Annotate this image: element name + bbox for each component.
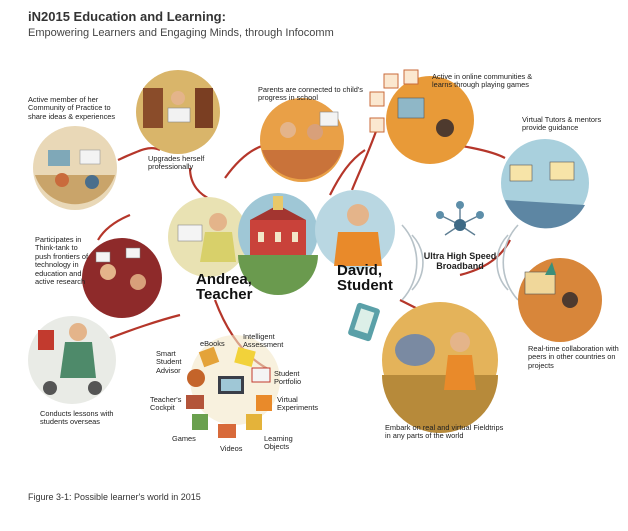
label-collab: Real-time collaboration with peers in ot… (528, 345, 619, 370)
scene-collab-circle (518, 258, 602, 342)
label-collab-line: projects (528, 362, 619, 370)
label-tutors: Virtual Tutors & mentors provide guidanc… (522, 116, 601, 133)
tool-label-experiments: Virtual Experiments (277, 396, 318, 413)
label-overseas: Conducts lessons with students overseas (40, 410, 114, 427)
figure-caption: Figure 3-1: Possible learner's world in … (28, 492, 201, 502)
teacher-hub-label-line1: Andrea, (196, 272, 252, 287)
tool-label-cockpit-line: Cockpit (150, 404, 181, 412)
label-thinktank: Participates in Think-tank to push front… (35, 236, 88, 286)
student-hub-circle (315, 190, 395, 270)
tool-label-advisor-line: Advisor (156, 367, 181, 375)
teacher-hub-label-line2: Teacher (196, 287, 252, 302)
label-upgrades-line: professionally (148, 163, 204, 171)
tool-label-objects: Learning Objects (264, 435, 293, 452)
tool-label-portfolio: Student Portfolio (274, 370, 301, 387)
tool-label-experiments-line: Experiments (277, 404, 318, 412)
tools-wheel (186, 335, 280, 438)
tool-label-objects-line: Objects (264, 443, 293, 451)
label-thinktank-line: active research (35, 278, 88, 286)
scene-tutors-circle (501, 139, 589, 228)
teacher-hub-circle (168, 197, 248, 277)
tool-label-advisor: Smart Student Advisor (156, 350, 181, 375)
student-hub-label-line1: David, (337, 263, 382, 278)
tool-label-ebooks: eBooks (200, 340, 225, 348)
tablet-device (347, 302, 380, 342)
label-community-line: share ideas & experiences (28, 113, 115, 121)
label-fieldtrips: Embark on real and virtual Fieldtrips in… (385, 424, 503, 441)
label-tutors-line: provide guidance (522, 124, 601, 132)
tool-label-games: Games (172, 435, 196, 443)
tool-label-cockpit: Teacher's Cockpit (150, 396, 181, 413)
tool-label-videos: Videos (220, 445, 242, 453)
scene-parents-circle (260, 98, 344, 182)
label-community: Active member of her Community of Practi… (28, 96, 115, 121)
label-online: Active in online communities & learns th… (432, 73, 532, 90)
tool-label-portfolio-line: Portfolio (274, 378, 301, 386)
student-hub-label-line2: Student (337, 278, 393, 293)
label-online-line: learns through playing games (432, 81, 532, 89)
broadband-label: Ultra High Speed Broadband (412, 251, 508, 271)
scene-thinktank-circle (82, 238, 162, 318)
broadband-label-line2: Broadband (412, 261, 508, 271)
label-parents: Parents are connected to child's progres… (258, 86, 363, 103)
scene-fieldtrips-circle (382, 302, 498, 433)
scene-community-circle (33, 126, 117, 210)
label-overseas-line: students overseas (40, 418, 114, 426)
label-parents-line: progress in school (258, 94, 363, 102)
broadband-label-line1: Ultra High Speed (412, 251, 508, 261)
label-fieldtrips-line: in any parts of the world (385, 432, 503, 440)
tool-label-assessment-line: Assessment (243, 341, 283, 349)
label-upgrades: Upgrades herself professionally (148, 155, 204, 172)
tool-label-assessment: Intelligent Assessment (243, 333, 283, 350)
scene-overseas-circle (28, 316, 116, 404)
scene-upgrades-circle (136, 70, 220, 154)
